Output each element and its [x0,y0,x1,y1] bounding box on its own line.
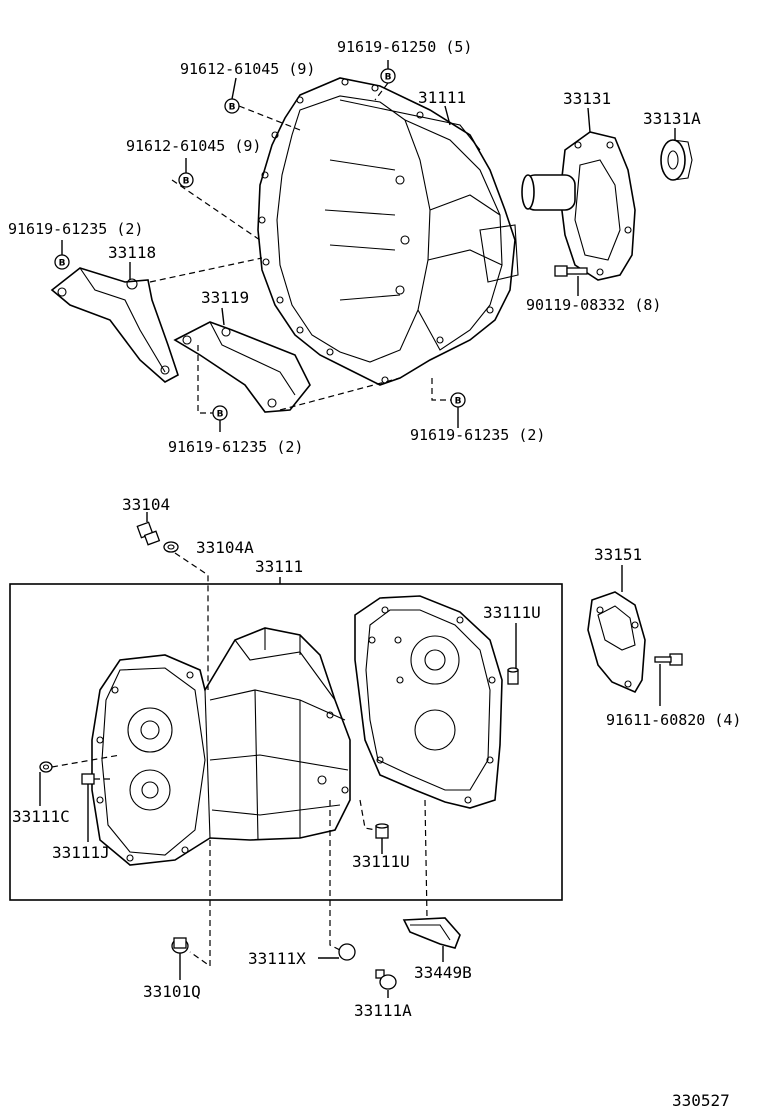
plug-33111A [375,969,397,990]
bracket-33449B [402,917,461,949]
label-33118: 33118 [108,243,156,262]
svg-text:B: B [183,177,190,187]
bolt-symbol-91619-61235-br: B [450,392,466,408]
label-33111C: 33111C [12,807,70,826]
label-33111X: 33111X [248,949,306,968]
bracket-33118 [50,267,179,383]
label-31111: 31111 [418,88,466,107]
pin-33111U-bottom [375,823,389,839]
pin-33111J [81,773,95,785]
cover-33151 [587,591,646,694]
oil-seal-33131A [660,139,693,181]
label-33101Q: 33101Q [143,982,201,1001]
label-33151: 33151 [594,545,642,564]
label-33111J: 33111J [52,843,110,862]
bolt-symbol-91619-61250: B [380,68,396,84]
gasket-33104A [163,541,179,553]
label-33111U-top: 33111U [483,603,541,622]
svg-text:B: B [385,73,392,83]
svg-text:B: B [229,103,236,113]
svg-text:B: B [217,410,224,420]
assembly-box-33111 [9,583,563,901]
plug-33111C [39,761,53,773]
plug-33104 [136,521,161,546]
plug-33101Q [171,937,189,954]
bolt-symbol-91612-61045-a: B [224,98,240,114]
label-33104A: 33104A [196,538,254,557]
label-33111U-bottom: 33111U [352,852,410,871]
label-33104: 33104 [122,495,170,514]
part-labels: 91619-61250 (5) 91612-61045 (9) 31111 33… [8,38,741,1110]
label-91619-61235-left: 91619-61235 (2) [8,220,143,238]
label-33131: 33131 [563,89,611,108]
label-33449B: 33449B [414,963,472,982]
label-91612-61045-b: 91612-61045 (9) [126,137,261,155]
label-91612-61045-a: 91612-61045 (9) [180,60,315,78]
label-33131A: 33131A [643,109,701,128]
label-90119-08332: 90119-08332 (8) [526,296,661,314]
label-91619-61235-br: 91619-61235 (2) [410,426,545,444]
bracket-33119 [173,321,311,413]
svg-text:B: B [455,397,462,407]
clutch-housing-31111 [257,77,519,386]
plug-33111X [338,943,356,961]
diagram-id: 330527 [672,1091,730,1110]
svg-text:B: B [59,259,66,269]
bolt-90119-08332 [554,265,588,277]
bolt-symbol-91619-61235-left: B [54,254,70,270]
label-33111A: 33111A [354,1001,412,1020]
bearing-retainer-33131 [521,131,636,281]
bolt-symbol-91612-61045-b: B [178,172,194,188]
label-91619-61250: 91619-61250 (5) [337,38,472,56]
intermediate-plate [354,595,503,809]
leader-lines-bottom [39,512,661,998]
bolt-symbol-91619-61235-bl: B [212,405,228,421]
pin-33111U-top [507,667,519,685]
leader-lines-top [61,60,676,432]
label-91619-61235-bl: 91619-61235 (2) [168,438,303,456]
bolt-91611-60820 [654,653,683,666]
label-33119: 33119 [201,288,249,307]
transmission-case-33111 [91,627,351,866]
label-33111-box: 33111 [255,557,303,576]
label-91611-60820: 91611-60820 (4) [606,711,741,729]
